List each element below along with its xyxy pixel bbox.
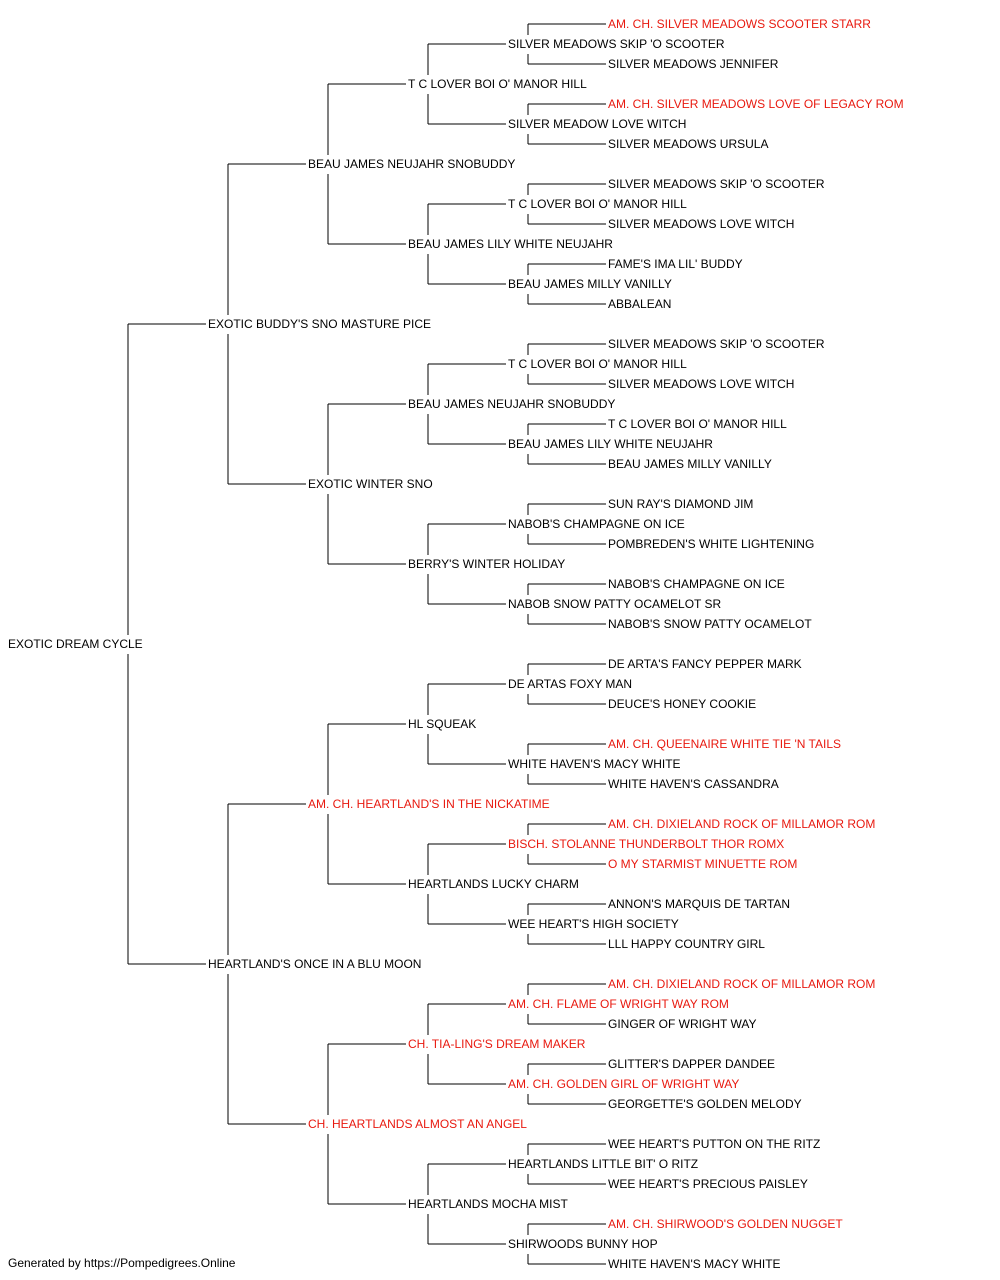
- dog-name: T C LOVER BOI O' MANOR HILL: [508, 357, 687, 371]
- champion-name: AM. CH. GOLDEN GIRL OF WRIGHT WAY: [508, 1077, 739, 1091]
- dog-name: GINGER OF WRIGHT WAY: [608, 1017, 756, 1031]
- dog-name: NABOB SNOW PATTY OCAMELOT SR: [508, 597, 721, 611]
- dog-name: WEE HEART'S PRECIOUS PAISLEY: [608, 1177, 808, 1191]
- champion-name: CH. HEARTLANDS ALMOST AN ANGEL: [308, 1117, 527, 1131]
- dog-name: EXOTIC BUDDY'S SNO MASTURE PICE: [208, 317, 431, 331]
- dog-name: EXOTIC DREAM CYCLE: [8, 637, 143, 651]
- dog-name: SILVER MEADOWS JENNIFER: [608, 57, 779, 71]
- dog-name: SILVER MEADOWS LOVE WITCH: [608, 377, 794, 391]
- dog-name: DE ARTA'S FANCY PEPPER MARK: [608, 657, 802, 671]
- champion-name: AM. CH. QUEENAIRE WHITE TIE 'N TAILS: [608, 737, 841, 751]
- dog-name: SILVER MEADOWS URSULA: [608, 137, 768, 151]
- dog-name: HEARTLAND'S ONCE IN A BLU MOON: [208, 957, 421, 971]
- dog-name: BERRY'S WINTER HOLIDAY: [408, 557, 565, 571]
- dog-name: FAME'S IMA LIL' BUDDY: [608, 257, 743, 271]
- dog-name: GEORGETTE'S GOLDEN MELODY: [608, 1097, 802, 1111]
- dog-name: SILVER MEADOWS SKIP 'O SCOOTER: [608, 337, 825, 351]
- dog-name: GLITTER'S DAPPER DANDEE: [608, 1057, 775, 1071]
- dog-name: BEAU JAMES MILLY VANILLY: [508, 277, 672, 291]
- dog-name: SILVER MEADOW LOVE WITCH: [508, 117, 686, 131]
- dog-name: ABBALEAN: [608, 297, 671, 311]
- dog-name: T C LOVER BOI O' MANOR HILL: [508, 197, 687, 211]
- dog-name: NABOB'S CHAMPAGNE ON ICE: [608, 577, 785, 591]
- dog-name: HL SQUEAK: [408, 717, 476, 731]
- dog-name: SILVER MEADOWS LOVE WITCH: [608, 217, 794, 231]
- dog-name: ANNON'S MARQUIS DE TARTAN: [608, 897, 790, 911]
- dog-name: HEARTLANDS LITTLE BIT' O RITZ: [508, 1157, 698, 1171]
- dog-name: SILVER MEADOWS SKIP 'O SCOOTER: [608, 177, 825, 191]
- dog-name: BEAU JAMES LILY WHITE NEUJAHR: [408, 237, 613, 251]
- dog-name: WHITE HAVEN'S CASSANDRA: [608, 777, 779, 791]
- dog-name: DE ARTAS FOXY MAN: [508, 677, 632, 691]
- dog-name: WEE HEART'S HIGH SOCIETY: [508, 917, 679, 931]
- champion-name: AM. CH. SILVER MEADOWS SCOOTER STARR: [608, 17, 871, 31]
- champion-name: BISCH. STOLANNE THUNDERBOLT THOR ROMX: [508, 837, 784, 851]
- dog-name: HEARTLANDS LUCKY CHARM: [408, 877, 579, 891]
- champion-name: O MY STARMIST MINUETTE ROM: [608, 857, 797, 871]
- champion-name: AM. CH. DIXIELAND ROCK OF MILLAMOR ROM: [608, 817, 875, 831]
- dog-name: SILVER MEADOWS SKIP 'O SCOOTER: [508, 37, 725, 51]
- dog-name: T C LOVER BOI O' MANOR HILL: [408, 77, 587, 91]
- champion-name: AM. CH. HEARTLAND'S IN THE NICKATIME: [308, 797, 550, 811]
- champion-name: AM. CH. SHIRWOOD'S GOLDEN NUGGET: [608, 1217, 843, 1231]
- champion-name: AM. CH. SILVER MEADOWS LOVE OF LEGACY RO…: [608, 97, 904, 111]
- dog-name: BEAU JAMES NEUJAHR SNOBUDDY: [408, 397, 615, 411]
- dog-name: T C LOVER BOI O' MANOR HILL: [608, 417, 787, 431]
- dog-name: WEE HEART'S PUTTON ON THE RITZ: [608, 1137, 820, 1151]
- dog-name: NABOB'S CHAMPAGNE ON ICE: [508, 517, 685, 531]
- dog-name: BEAU JAMES NEUJAHR SNOBUDDY: [308, 157, 515, 171]
- dog-name: WHITE HAVEN'S MACY WHITE: [608, 1257, 781, 1271]
- dog-name: POMBREDEN'S WHITE LIGHTENING: [608, 537, 814, 551]
- dog-name: SUN RAY'S DIAMOND JIM: [608, 497, 753, 511]
- dog-name: BEAU JAMES MILLY VANILLY: [608, 457, 772, 471]
- footer-credit: Generated by https://Pompedigrees.Online: [8, 1256, 236, 1270]
- champion-name: AM. CH. DIXIELAND ROCK OF MILLAMOR ROM: [608, 977, 875, 991]
- champion-name: CH. TIA-LING'S DREAM MAKER: [408, 1037, 586, 1051]
- dog-name: DEUCE'S HONEY COOKIE: [608, 697, 756, 711]
- dog-name: WHITE HAVEN'S MACY WHITE: [508, 757, 681, 771]
- dog-name: LLL HAPPY COUNTRY GIRL: [608, 937, 765, 951]
- dog-name: BEAU JAMES LILY WHITE NEUJAHR: [508, 437, 713, 451]
- champion-name: AM. CH. FLAME OF WRIGHT WAY ROM: [508, 997, 729, 1011]
- dog-name: EXOTIC WINTER SNO: [308, 477, 433, 491]
- dog-name: NABOB'S SNOW PATTY OCAMELOT: [608, 617, 812, 631]
- dog-name: HEARTLANDS MOCHA MIST: [408, 1197, 568, 1211]
- dog-name: SHIRWOODS BUNNY HOP: [508, 1237, 658, 1251]
